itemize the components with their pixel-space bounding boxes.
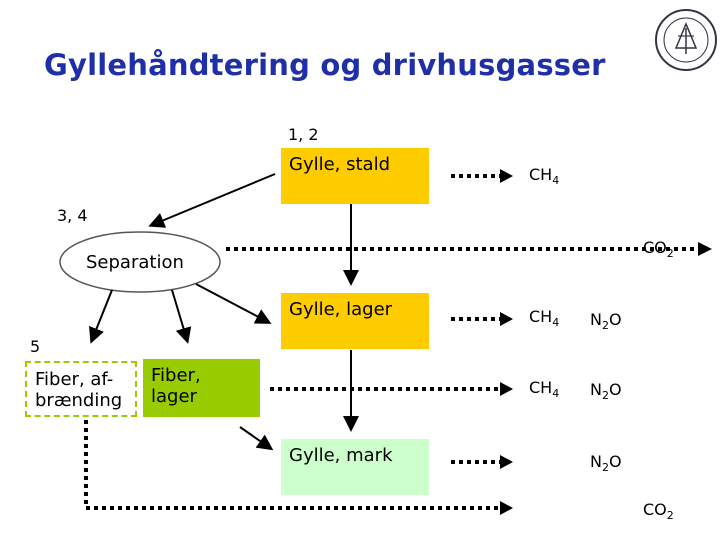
arrowhead-separation xyxy=(698,242,712,256)
box-gylle-stald: Gylle, stald xyxy=(281,148,429,204)
box-gylle-lager-label: Gylle, lager xyxy=(289,299,393,320)
box-fiber-lager-line1: Fiber, xyxy=(151,365,201,386)
box-fiber-afbraending: Fiber, af- brænding xyxy=(25,361,137,417)
arrowhead-lager xyxy=(500,312,513,326)
arrowhead-fiber-lager xyxy=(500,382,513,396)
gas-co2-separation: CO2 xyxy=(643,238,674,260)
ref-label-5: 5 xyxy=(30,337,41,356)
arrowhead-stald xyxy=(500,169,513,183)
gas-ch4-lager: CH4 xyxy=(529,307,560,329)
arrowhead-fiber-af xyxy=(500,501,513,515)
box-fiber-afbraending-line2: brænding xyxy=(35,390,123,411)
gas-co2-fiber-af: CO2 xyxy=(643,500,674,522)
box-fiber-lager: Fiber, lager xyxy=(143,359,260,417)
arrow-stald-to-separation xyxy=(148,173,276,228)
dotted-emission-fiber-af xyxy=(84,420,500,510)
arrow-separation-to-fiber-lager xyxy=(171,289,192,344)
box-gylle-mark-label: Gylle, mark xyxy=(289,445,393,466)
arrow-separation-to-fiber-af xyxy=(89,289,113,344)
gas-ch4-fiber-lager: CH4 xyxy=(529,378,560,400)
page-title: Gyllehåndtering og drivhusgasser xyxy=(44,48,606,82)
arrowhead-mark xyxy=(500,455,513,469)
separation-ellipse xyxy=(59,231,221,293)
separation-label: Separation xyxy=(86,252,184,273)
gas-n2o-fiber-lager: N2O xyxy=(590,380,622,402)
ref-label-1-2: 1, 2 xyxy=(288,125,319,144)
gas-ch4-stald: CH4 xyxy=(529,165,560,187)
box-gylle-mark: Gylle, mark xyxy=(281,439,429,495)
box-fiber-afbraending-line1: Fiber, af- xyxy=(35,369,114,390)
box-gylle-lager: Gylle, lager xyxy=(281,293,429,349)
gas-n2o-mark: N2O xyxy=(590,452,622,474)
arrow-separation-to-lager xyxy=(195,283,272,324)
box-fiber-lager-line2: lager xyxy=(151,386,197,407)
box-gylle-stald-label: Gylle, stald xyxy=(289,154,391,175)
ref-label-3-4: 3, 4 xyxy=(57,206,88,225)
gas-n2o-lager: N2O xyxy=(590,310,622,332)
arrow-fiber-lager-to-mark xyxy=(239,426,274,451)
university-seal-icon xyxy=(655,9,717,71)
